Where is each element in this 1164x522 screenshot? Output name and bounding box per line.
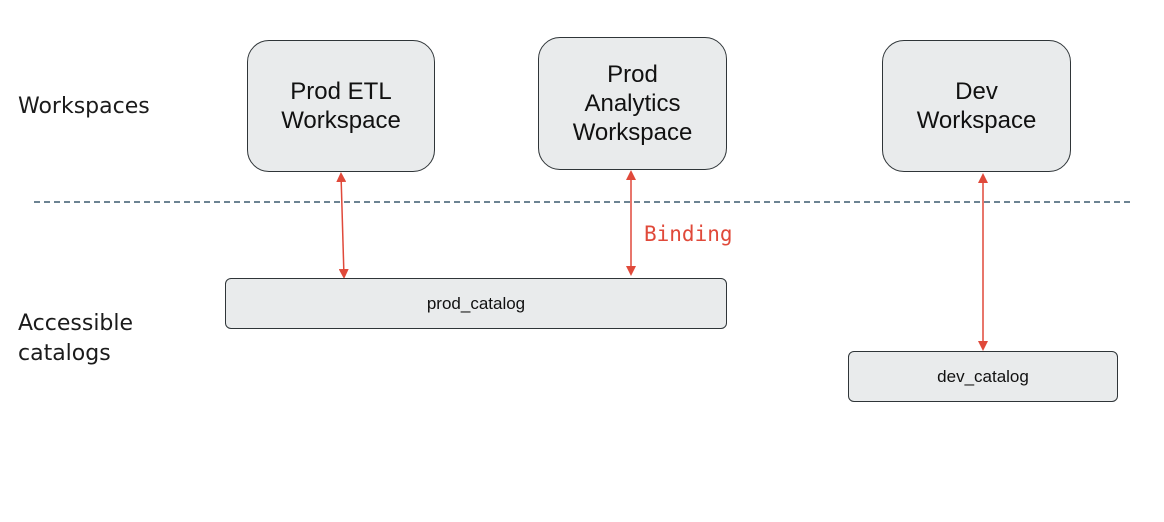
prod-catalog-node: prod_catalog [225,278,727,329]
binding-arrow-prod-etl [336,172,349,279]
prod-analytics-workspace-node: Prod Analytics Workspace [538,37,727,170]
binding-label: Binding [644,222,733,246]
dev-workspace-node: Dev Workspace [882,40,1071,172]
prod-etl-workspace-node: Prod ETL Workspace [247,40,435,172]
dev-catalog-node: dev_catalog [848,351,1118,402]
workspaces-label: Workspaces [18,94,150,119]
accessible-catalogs-label: Accessible catalogs [18,311,134,366]
